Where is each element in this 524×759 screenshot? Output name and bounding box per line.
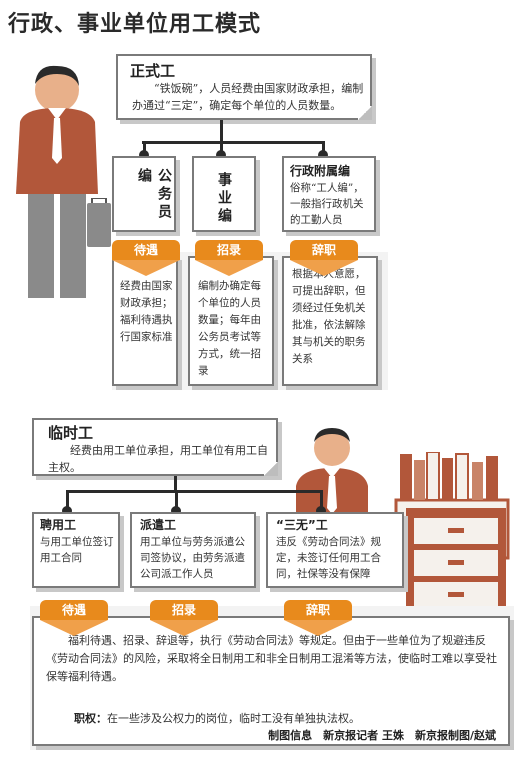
connector <box>143 141 146 153</box>
type-title: 派遣工 <box>140 518 177 532</box>
type-title: 行政附属编 <box>290 164 351 178</box>
connector <box>220 120 223 142</box>
formal-detail-2: 编制办确定每个单位的人员数量；每年由公务员考试等方式，统一招录 <box>188 256 274 386</box>
connector-node <box>171 506 181 516</box>
connector <box>66 490 69 508</box>
type-contract: 聘用工 与用工单位签订用工合同 <box>32 512 120 588</box>
type-title: “三无”工 <box>276 518 328 532</box>
connector <box>66 490 322 493</box>
briefcase-icon <box>87 198 111 247</box>
tag-label: 待遇 <box>40 600 108 620</box>
tag-label: 辞职 <box>290 240 358 260</box>
tag-treatment: 待遇 <box>112 240 180 278</box>
type-desc: 用工单位与劳务派遣公司签协议，由劳务派遣公司派工作人员 <box>140 536 245 580</box>
tag-label: 招录 <box>195 240 263 260</box>
type-three-nos: “三无”工 违反《劳动合同法》规定，未签订任何用工合同，社保等没有保障 <box>266 512 404 588</box>
type-civil-servant: 公务员编 <box>112 156 176 232</box>
connector-node <box>316 506 326 516</box>
type-affiliated: 行政附属编 俗称“工人编”，一般指行政机关的工勤人员 <box>282 156 376 232</box>
formal-summary-box: 正式工 “铁饭碗”，人员经费由国家财政承担，编制办通过“三定”，确定每个单位的人… <box>116 54 372 120</box>
power-text: 在一些涉及公权力的岗位，临时工没有单独执法权。 <box>107 712 360 725</box>
standing-man-icon <box>16 65 98 298</box>
connector <box>175 490 178 508</box>
type-desc: 与用工单位签订用工合同 <box>40 536 114 564</box>
connector <box>174 476 177 492</box>
formal-detail-1: 经费由国家财政承担；福利待遇执行国家标准 <box>112 256 178 386</box>
detail-text: 根据本人意愿，可提出辞职，但须经过任免机关批准，依法解除其与机关的职务关系 <box>292 268 366 365</box>
connector <box>320 490 323 508</box>
tag-resignation: 辞职 <box>290 240 358 278</box>
tag-label: 待遇 <box>112 240 180 260</box>
temp-title: 临时工 <box>48 424 94 442</box>
power-label: 职权： <box>74 712 107 725</box>
formal-detail-3: 根据本人意愿，可提出辞职，但须经过任免机关批准，依法解除其与机关的职务关系 <box>282 256 378 386</box>
tag-recruitment: 招录 <box>195 240 263 278</box>
page-title: 行政、事业单位用工模式 <box>8 12 262 37</box>
seated-man-icon <box>296 428 368 524</box>
type-dispatched: 派遣工 用工单位与劳务派遣公司签协议，由劳务派遣公司派工作人员 <box>130 512 256 588</box>
connector <box>142 141 324 144</box>
detail-text: 经费由国家财政承担；福利待遇执行国家标准 <box>120 280 173 343</box>
temp-desc: 经费由用工单位承担，用工单位有用工自主权。 <box>48 444 268 474</box>
temp-detail-box: 福利待遇、招录、辞退等，执行《劳动合同法》等规定。但由于一些单位为了规避违反《劳… <box>32 616 510 746</box>
temp-summary-box: 临时工 经费由用工单位承担，用工单位有用工自主权。 <box>32 418 278 476</box>
tag-resignation: 辞职 <box>284 600 352 638</box>
connector-node <box>62 506 72 516</box>
connector-node <box>216 150 226 160</box>
credit-line: 制图信息 新京报记者 王姝 新京报制图/赵斌 <box>268 729 496 742</box>
tag-label: 招录 <box>150 600 218 620</box>
connector <box>220 141 223 153</box>
type-institution: 事业编 <box>192 156 256 232</box>
detail-text: 编制办确定每个单位的人员数量；每年由公务员考试等方式，统一招录 <box>198 280 261 377</box>
type-desc: 俗称“工人编”，一般指行政机关的工勤人员 <box>290 182 364 226</box>
file-cabinet-icon <box>406 508 506 614</box>
formal-title: 正式工 <box>130 62 176 80</box>
connector-node <box>318 150 328 160</box>
temp-detail-text: 福利待遇、招录、辞退等，执行《劳动合同法》等规定。但由于一些单位为了规避违反《劳… <box>46 634 497 683</box>
tag-recruitment: 招录 <box>150 600 218 638</box>
power-note: 职权：在一些涉及公权力的岗位，临时工没有单独执法权。 <box>74 710 504 727</box>
type-title: 聘用工 <box>40 518 77 532</box>
type-label: 公务员编 <box>136 168 172 222</box>
connector-node <box>139 150 149 160</box>
tag-treatment: 待遇 <box>40 600 108 638</box>
type-label: 事业编 <box>216 172 232 226</box>
connector <box>322 141 325 153</box>
formal-desc: “铁饭碗”，人员经费由国家财政承担，编制办通过“三定”，确定每个单位的人员数量。 <box>132 82 364 112</box>
type-desc: 违反《劳动合同法》规定，未签订任何用工合同，社保等没有保障 <box>276 536 381 580</box>
tag-label: 辞职 <box>284 600 352 620</box>
